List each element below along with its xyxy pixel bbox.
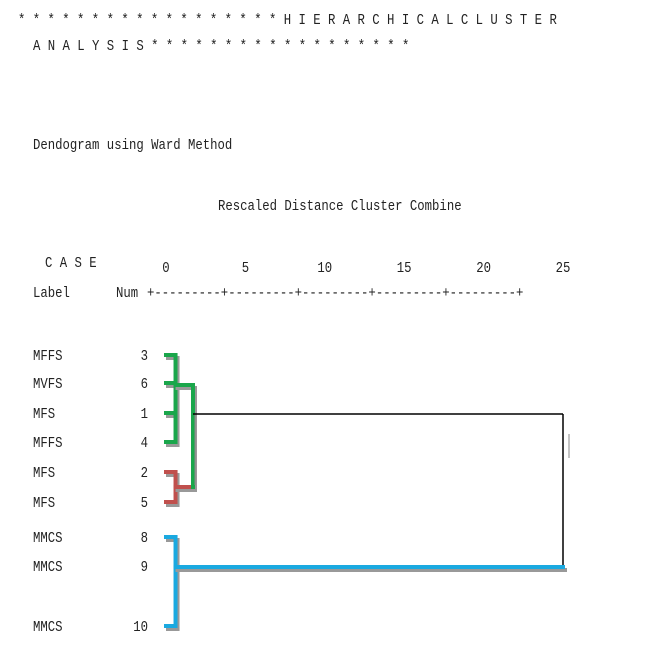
- num-column-header: Num: [116, 285, 139, 302]
- x-tick-label: 15: [397, 261, 412, 277]
- case-label-6: MMCS: [33, 531, 63, 547]
- case-label-3: MFFS: [33, 436, 63, 452]
- axis-rule: +---------+---------+---------+---------…: [147, 285, 524, 302]
- case-num-3: 4: [141, 436, 148, 452]
- case-num-0: 3: [141, 349, 148, 365]
- x-tick-label: 5: [242, 261, 249, 277]
- case-num-4: 2: [141, 466, 148, 482]
- case-label-2: MFS: [33, 407, 55, 423]
- case-num-5: 5: [141, 496, 148, 512]
- x-tick-label: 20: [476, 261, 491, 277]
- case-num-1: 6: [141, 377, 148, 393]
- case-num-6: 8: [141, 531, 148, 547]
- case-num-2: 1: [141, 407, 148, 423]
- case-label-8: MMCS: [33, 620, 63, 636]
- label-column-header: Label: [33, 285, 70, 302]
- method-label: Dendogram using Ward Method: [33, 137, 233, 154]
- case-label-4: MFS: [33, 466, 55, 482]
- case-label-7: MMCS: [33, 560, 63, 576]
- case-label-5: MFS: [33, 496, 55, 512]
- case-label: C A S E: [45, 255, 97, 272]
- x-tick-label: 25: [556, 261, 571, 277]
- x-tick-label: 0: [162, 261, 169, 277]
- axis-title: Rescaled Distance Cluster Combine: [218, 198, 462, 215]
- case-label-0: MFFS: [33, 349, 63, 365]
- title-line-2: A N A L Y S I S * * * * * * * * * * * * …: [33, 38, 410, 55]
- x-tick-label: 10: [317, 261, 332, 277]
- case-num-7: 9: [141, 560, 148, 576]
- title-line-1: * * * * * * * * * * * * * * * * * * H I …: [18, 12, 557, 29]
- case-num-8: 10: [133, 620, 148, 636]
- case-label-1: MVFS: [33, 377, 63, 393]
